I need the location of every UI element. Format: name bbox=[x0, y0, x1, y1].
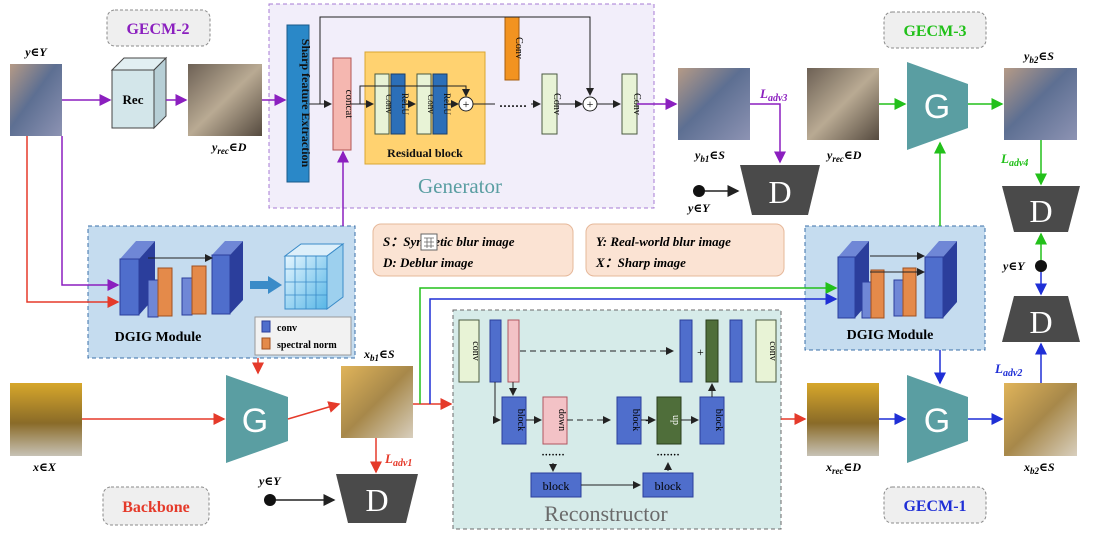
x-input-label: x∈X bbox=[32, 460, 57, 474]
img-x-input: x∈X bbox=[10, 383, 82, 474]
legend-x: X：Sharp image bbox=[595, 255, 686, 270]
svg-text:yb1∈S: yb1∈S bbox=[693, 148, 725, 164]
legend-right: Y: Real-world blur image X：Sharp image bbox=[585, 223, 785, 277]
dgig-left-title: DGIG Module bbox=[115, 330, 202, 345]
svg-text:+: + bbox=[697, 345, 704, 359]
svg-text:D: D bbox=[768, 174, 791, 210]
concat-label: concat bbox=[343, 90, 355, 119]
svg-text:yrec∈D: yrec∈D bbox=[210, 140, 247, 156]
loss-adv1: Ladv1 bbox=[384, 451, 412, 469]
svg-text:up: up bbox=[670, 415, 681, 425]
gecm2-label: GECM-2 bbox=[126, 21, 189, 38]
gecm1-label: GECM-1 bbox=[903, 498, 966, 515]
svg-text:yrec∈D: yrec∈D bbox=[825, 148, 862, 164]
svg-text:G: G bbox=[242, 402, 268, 440]
rec-label: Rec bbox=[123, 92, 144, 107]
rec-box: Rec bbox=[110, 56, 168, 130]
backbone-label: Backbone bbox=[122, 499, 190, 516]
legend-conv-swatch bbox=[261, 320, 271, 333]
img-y-b1: yb1∈S bbox=[678, 68, 750, 164]
backbone-tag: Backbone bbox=[102, 486, 210, 526]
img-x-b2: xb2∈S bbox=[1004, 383, 1077, 476]
generator-title: Generator bbox=[418, 174, 502, 198]
svg-text:D: D bbox=[1029, 304, 1052, 340]
reconstructor-panel: conv + conv block down block + up block … bbox=[452, 309, 782, 530]
dgig-conv-legend: conv bbox=[277, 323, 297, 334]
dgig-left: DGIG Module conv spectral norm bbox=[87, 225, 356, 359]
svg-text:Conv: Conv bbox=[551, 93, 562, 115]
gecm3-tag: GECM-3 bbox=[883, 11, 987, 49]
loss-adv4: Ladv4 bbox=[1000, 151, 1028, 169]
legend-spectral-swatch bbox=[261, 337, 271, 350]
svg-text:y∈Y: y∈Y bbox=[686, 201, 711, 215]
g-block-gecm1: G bbox=[907, 375, 968, 463]
svg-text:+: + bbox=[463, 97, 470, 111]
reconstructor-title: Reconstructor bbox=[544, 501, 668, 526]
legend-y: Y: Real-world blur image bbox=[596, 234, 731, 249]
dgig-spectral-legend: spectral norm bbox=[277, 340, 337, 351]
real-y-node-a: y∈Y bbox=[686, 185, 711, 215]
img-y-input: y∈Y bbox=[10, 45, 62, 136]
generator-dots: ······· bbox=[499, 99, 527, 113]
svg-text:yb2∈S: yb2∈S bbox=[1022, 49, 1054, 65]
svg-text:block: block bbox=[543, 479, 570, 493]
real-y-node-b: y∈Y bbox=[1001, 259, 1047, 273]
svg-text:down: down bbox=[556, 409, 567, 431]
d-block-adv3: D bbox=[740, 165, 820, 215]
gecm1-tag: GECM-1 bbox=[883, 486, 987, 524]
svg-text:xb1∈S: xb1∈S bbox=[363, 347, 395, 363]
svg-text:block: block bbox=[515, 409, 526, 431]
g-block-backbone: G bbox=[226, 375, 288, 463]
svg-text:block: block bbox=[713, 409, 724, 431]
img-x-rec: xrec∈D bbox=[807, 383, 879, 476]
loss-adv2: Ladv2 bbox=[994, 361, 1022, 379]
svg-text:·······: ······· bbox=[541, 450, 564, 461]
svg-text:y∈Y: y∈Y bbox=[1001, 259, 1026, 273]
svg-text:+: + bbox=[587, 97, 594, 111]
real-y-node-c: y∈Y bbox=[257, 474, 282, 506]
generator-panel: Sharp feature Extraction concat Conv ReL… bbox=[268, 3, 655, 209]
svg-text:·······: ······· bbox=[656, 450, 679, 461]
legend-d: D: Deblur image bbox=[382, 255, 474, 270]
svg-text:D: D bbox=[365, 482, 388, 518]
img-x-b1: xb1∈S bbox=[341, 347, 413, 438]
svg-text:xrec∈D: xrec∈D bbox=[825, 460, 861, 476]
img-y-b2: yb2∈S bbox=[1004, 49, 1077, 140]
img-y-rec-top: yrec∈D bbox=[188, 64, 262, 156]
legend-s: S：Synthetic blur image bbox=[383, 234, 515, 249]
dgig-right: DGIG Module bbox=[804, 225, 986, 351]
d-block-adv4: D bbox=[1002, 186, 1080, 232]
d-block-adv1: D bbox=[336, 474, 418, 523]
gecm2-tag: GECM-2 bbox=[106, 9, 211, 47]
gecm3-label: GECM-3 bbox=[903, 23, 966, 40]
y-input-label: y∈Y bbox=[23, 45, 48, 59]
svg-text:Conv: Conv bbox=[426, 94, 436, 114]
loss-adv3: Ladv3 bbox=[759, 86, 787, 104]
residual-block-label: Residual block bbox=[387, 146, 463, 160]
svg-text:Conv: Conv bbox=[631, 93, 642, 115]
svg-text:conv: conv bbox=[767, 341, 778, 360]
svg-text:D: D bbox=[1029, 193, 1052, 229]
sharp-feature-label: Sharp feature Extraction bbox=[299, 39, 313, 168]
legend-left: S：Synthetic blur image D: Deblur image bbox=[372, 223, 574, 277]
img-y-rec-right: yrec∈D bbox=[807, 68, 879, 164]
g-block-gecm3: G bbox=[907, 62, 968, 150]
svg-text:xb2∈S: xb2∈S bbox=[1023, 460, 1055, 476]
svg-text:Conv: Conv bbox=[513, 37, 524, 59]
svg-text:y∈Y: y∈Y bbox=[257, 474, 282, 488]
svg-text:G: G bbox=[924, 402, 950, 440]
svg-text:conv: conv bbox=[470, 341, 481, 360]
svg-text:G: G bbox=[924, 88, 950, 126]
svg-text:block: block bbox=[655, 479, 682, 493]
svg-text:block: block bbox=[630, 409, 641, 431]
d-block-adv2: D bbox=[1002, 296, 1080, 342]
dgig-right-title: DGIG Module bbox=[847, 328, 934, 343]
